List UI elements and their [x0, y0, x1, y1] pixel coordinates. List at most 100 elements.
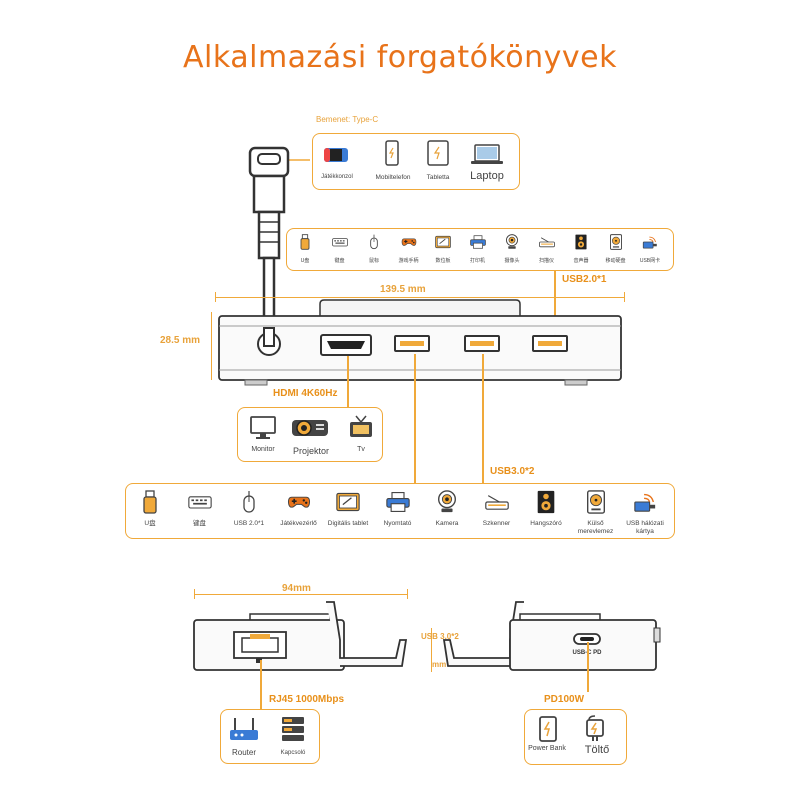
input-devices-box: Játékkonzol Mobiltelefon Tabletta Laptop: [312, 133, 520, 190]
pd-device-label: Power Bank: [528, 745, 566, 752]
usb2-device-label: 移动硬盘: [605, 258, 626, 264]
usb2-device-label: 打印机: [469, 258, 485, 264]
router-icon: [229, 716, 259, 742]
usb3-connector-line: [414, 354, 416, 484]
laptop-icon: [471, 144, 503, 166]
usb-network-card-icon: [633, 490, 657, 514]
top-width-dimension: 139.5 mm: [380, 284, 426, 295]
game-console-icon: [323, 146, 349, 164]
mouse-icon: [366, 234, 382, 250]
switch-icon: [281, 716, 305, 742]
usb-drive-icon: [297, 234, 313, 250]
top-dimension-tick: [624, 292, 625, 302]
usb2-device-label: 扫描仪: [538, 258, 554, 264]
external-hdd-icon: [608, 234, 624, 250]
hdmi-device-label: Projektor: [292, 446, 329, 456]
usb-network-card-icon: [642, 234, 658, 250]
input-device-label: Laptop: [470, 170, 504, 182]
hdmi-devices-box: Monitor Projektor Tv: [237, 407, 383, 462]
pd-device-label: Töltő: [584, 744, 610, 756]
usb2-device-label: USB网卡: [639, 258, 661, 264]
hdmi-label: HDMI 4K60Hz: [273, 388, 338, 399]
hub-left-side-view: [193, 601, 408, 671]
hub-front-view: [218, 299, 622, 386]
usb3-device-label: Kamera: [435, 520, 459, 527]
external-hdd-icon: [584, 490, 608, 514]
usb3-device-label: U盘: [144, 520, 156, 527]
drawing-tablet-icon: [435, 234, 451, 250]
drawing-tablet-icon: [336, 490, 360, 514]
hub-right-side-view: [442, 601, 661, 671]
usb2-device-label: 数位板: [435, 258, 451, 264]
scanner-icon: [484, 490, 509, 514]
rj45-connector-line: [260, 660, 262, 710]
gamepad-icon: [287, 490, 311, 514]
rj45-device-label: Kapcsoló: [280, 750, 306, 756]
rj45-device-label: Router: [231, 748, 256, 757]
tablet-icon: [427, 140, 449, 166]
gamepad-icon: [401, 234, 417, 250]
top-dimension-tick: [215, 292, 216, 302]
hdmi-connector-line: [347, 356, 349, 408]
input-device-label: Játékkonzol: [321, 174, 353, 180]
side-dimension-line: [431, 628, 432, 672]
height-dimension: 28.5 mm: [160, 335, 201, 346]
usb3-device-label: 键盘: [193, 520, 206, 527]
usb2-device-label: 键盘: [334, 258, 345, 264]
usb2-device-label: 摄像头: [504, 258, 520, 264]
usb3-device-label: Nyomtató: [383, 520, 412, 527]
usb2-devices-box: U盘 键盘 鼠标 游戏手柄 数位板 打印机 摄像头 扫描仪 音声器 移动硬盘 USB网卡: [286, 228, 674, 271]
projector-icon: [290, 414, 330, 440]
webcam-icon: [504, 234, 520, 250]
input-device-label: Tabletta: [426, 174, 450, 181]
bottom-dimension-tick: [194, 589, 195, 599]
usb3-device-label: Hangszóró: [530, 520, 562, 527]
usb3-device-label: Digitális tablet: [327, 520, 369, 527]
pd-devices-box: Power Bank Töltő: [524, 709, 627, 765]
usb2-connector-line: [554, 271, 556, 331]
printer-icon: [385, 490, 410, 514]
usb3-device-label: USB hálózati kártya: [626, 520, 664, 535]
bottom-width-dimension: 94mm: [282, 583, 311, 594]
input-device-label: Mobiltelefon: [375, 174, 411, 181]
pd-label: PD100W: [544, 694, 585, 705]
printer-icon: [469, 234, 486, 250]
hdmi-device-label: Monitor: [251, 446, 275, 453]
usb-c-pd-port-label: USB-C PD: [572, 650, 602, 656]
webcam-icon: [435, 490, 459, 514]
input-label: Bemenet: Type-C: [316, 115, 379, 124]
speaker-icon: [534, 490, 558, 514]
usb3-connector-line: [482, 354, 484, 484]
mobile-phone-icon: [385, 140, 399, 166]
mouse-icon: [237, 490, 261, 514]
speaker-icon: [573, 234, 589, 250]
page-title: Alkalmazási forgatókönyvek: [183, 40, 617, 75]
usb3-device-label: Külső merevlemez: [577, 520, 614, 535]
side-usb-dimension: USB 3.0*2: [421, 632, 459, 641]
usb2-device-label: 鼠标: [368, 258, 379, 264]
power-bank-icon: [539, 716, 557, 742]
usb-drive-icon: [138, 490, 162, 514]
usb3-device-label: Szkenner: [482, 520, 511, 527]
monitor-icon: [250, 416, 276, 440]
bottom-width-dimension-line: [194, 594, 408, 595]
rj45-label: RJ45 1000Mbps: [269, 694, 345, 705]
hdmi-device-label: Tv: [357, 446, 365, 453]
keyboard-icon: [331, 234, 348, 250]
side-mm-dimension: mm: [432, 660, 447, 669]
height-dimension-line: [211, 312, 212, 380]
usb2-device-label: 音声器: [573, 258, 589, 264]
pd-connector-line: [587, 642, 589, 692]
bottom-dimension-tick: [407, 589, 408, 599]
usb2-device-label: 游戏手柄: [398, 258, 419, 264]
top-width-dimension-line: [215, 297, 625, 298]
scanner-icon: [538, 234, 555, 250]
usb2-device-label: U盘: [300, 258, 310, 264]
keyboard-icon: [187, 490, 212, 514]
rj45-devices-box: Router Kapcsoló: [220, 709, 320, 764]
usb2-label: USB2.0*1: [562, 274, 607, 285]
tv-icon: [348, 414, 374, 440]
usb3-label: USB3.0*2: [490, 466, 535, 477]
usb3-device-label: Játékvezérlő: [280, 520, 317, 527]
